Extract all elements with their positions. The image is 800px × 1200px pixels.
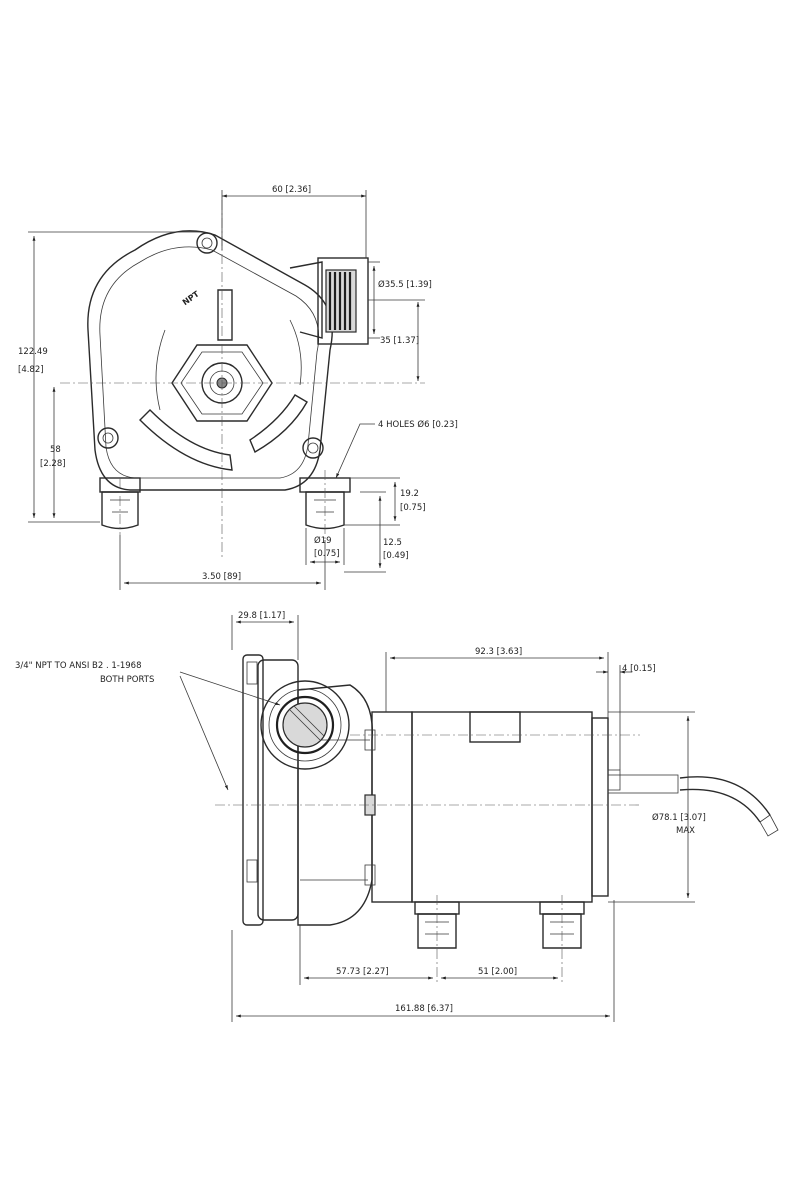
- front-foot-right: [299, 470, 351, 540]
- front-outlet-port: [289, 261, 323, 339]
- dim-foot-dia-in: [0.75]: [314, 549, 340, 559]
- dim-overall-length: 161.88 [6.37]: [395, 1004, 453, 1014]
- dim-motor-dia-note: MAX: [676, 826, 695, 836]
- front-bolt-left: [97, 427, 119, 449]
- dim-shaft-height-in: [2.28]: [40, 459, 66, 469]
- dim-shaft-height: 58: [50, 445, 61, 455]
- side-coupling: [371, 711, 413, 903]
- note-port-thread: 3/4" NPT TO ANSI B2 . 1-1968: [15, 661, 141, 671]
- front-bolt-top: [196, 232, 218, 254]
- side-foot-right: [539, 895, 585, 985]
- dim-outlet-offset: 35 [1.37]: [380, 336, 419, 346]
- dim-foot-inner-in: [0.49]: [383, 551, 409, 561]
- dim-foot-inner: 12.5: [383, 538, 402, 548]
- note-port-both: BOTH PORTS: [100, 675, 154, 685]
- front-outlet-threads: [325, 269, 357, 333]
- dim-motor-length: 92.3 [3.63]: [475, 647, 522, 657]
- side-view: 29.8 [1.17] 3/4" NPT TO ANSI B2 . 1-1968…: [15, 611, 779, 1022]
- front-bolt-right: [302, 437, 324, 459]
- dim-height-total-in: [4.82]: [18, 365, 44, 375]
- dim-motor-dia: Ø78.1 [3.07]: [652, 812, 706, 823]
- side-port: [260, 680, 350, 770]
- front-view: NPT 60 [2.36] Ø35: [18, 185, 458, 590]
- front-housing-inner: [99, 246, 320, 479]
- dim-height-total: 122.49: [18, 347, 48, 357]
- dim-foot-to-port: 57.73 [2.27]: [336, 967, 389, 977]
- dim-shaft-stub: 4 [0.15]: [622, 664, 656, 674]
- dim-foot-height: 19.2: [400, 489, 419, 499]
- front-housing-outline: [87, 230, 333, 491]
- front-npt-mark: NPT: [181, 289, 201, 307]
- dim-foot-dia: Ø19: [314, 535, 332, 546]
- dim-side-foot-spacing: 51 [2.00]: [478, 967, 517, 977]
- side-cable: [679, 776, 771, 823]
- dim-mount-holes: 4 HOLES Ø6 [0.23]: [378, 419, 458, 430]
- dim-outlet-dia: Ø35.5 [1.39]: [378, 279, 432, 290]
- dim-front-width: 60 [2.36]: [272, 185, 311, 195]
- side-motor: [411, 711, 679, 903]
- dim-flange-width: 29.8 [1.17]: [238, 611, 285, 621]
- front-foot-left: [99, 477, 141, 535]
- dim-foot-height-in: [0.75]: [400, 503, 426, 513]
- dim-foot-spacing: 3.50 [89]: [202, 572, 241, 582]
- side-foot-left: [414, 895, 460, 985]
